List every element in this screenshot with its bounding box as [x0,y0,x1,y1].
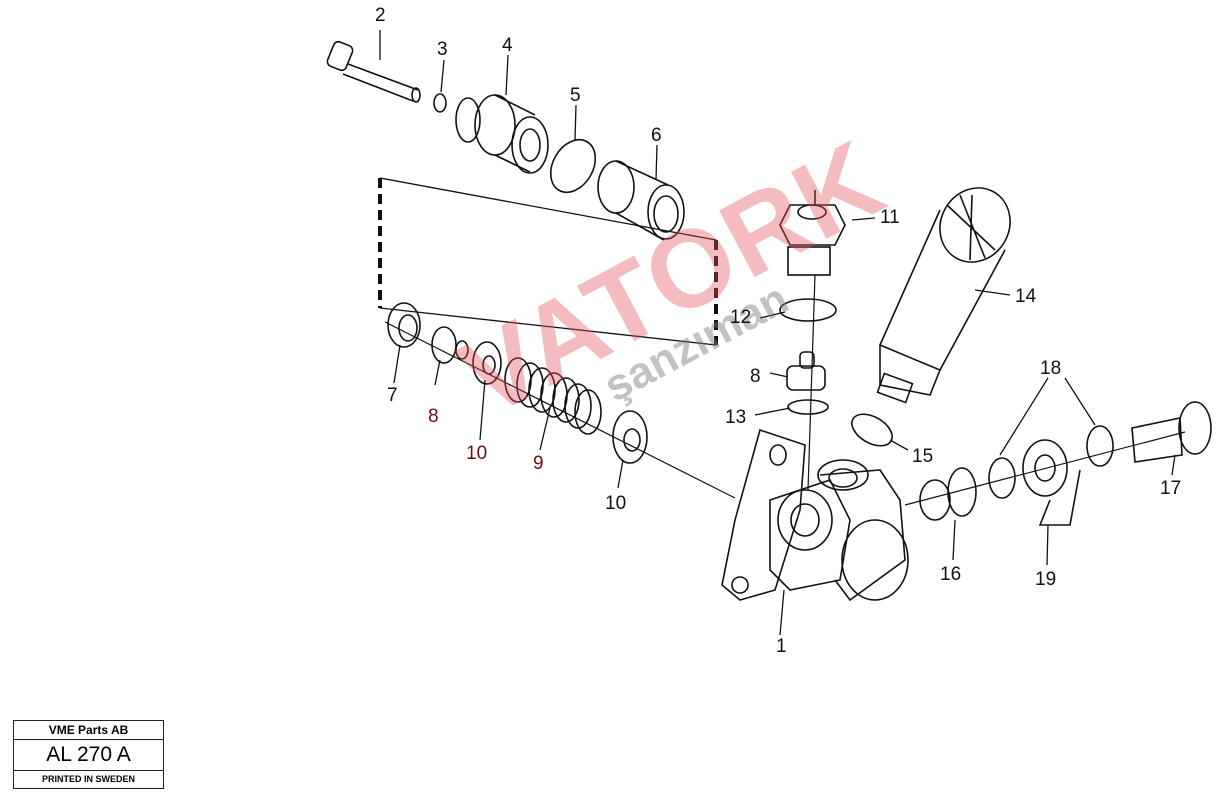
callout-4: 4 [502,35,513,56]
callout-2: 2 [375,5,386,26]
part-4-plug [455,94,549,174]
callout-3: 3 [437,39,448,60]
part-8-valve [431,326,469,364]
part-11-union [779,190,846,276]
callout-12: 12 [730,307,752,328]
part-19-elbow [1022,439,1081,526]
callout-8-left: 8 [428,406,439,427]
title-block-company: VME Parts AB [14,721,163,740]
part-14-filter [876,187,1011,404]
part-16-nipple [919,467,977,521]
callout-11: 11 [880,207,900,228]
callout-8-right: 8 [750,366,761,387]
part-9-spring [504,357,602,435]
callout-19: 19 [1035,569,1057,590]
callout-10-right: 10 [605,493,627,514]
part-1-pump-body [721,428,909,602]
part-18-washer [988,457,1016,499]
callout-16: 16 [940,564,962,585]
callout-7: 7 [387,385,398,406]
callout-14: 14 [1015,286,1037,307]
callout-6: 6 [651,125,662,146]
callout-15: 15 [912,446,934,467]
callout-18: 18 [1040,358,1062,379]
callout-17: 17 [1160,478,1182,499]
part-17-banjo-bolt [1131,401,1212,463]
title-block-code: AL 270 A [14,740,163,771]
title-block-printed: PRINTED IN SWEDEN [41,774,135,784]
part-6-sleeve [597,160,685,241]
part-8-valve-right [786,351,826,391]
title-block: VME Parts AB AL 270 A PRINTED IN SWEDEN [13,720,164,789]
part-7-seat [387,302,421,348]
part-15-oring [851,413,893,447]
part-3-washer [433,93,447,113]
part-12-oring [779,298,837,322]
callout-5: 5 [570,85,581,106]
part-18b-washer [1086,425,1114,467]
part-13-oring [787,399,829,415]
part-10b-washer [612,410,648,464]
callout-1: 1 [776,636,787,657]
callout-10-left: 10 [466,443,488,464]
part-2-bolt [326,40,421,103]
callout-13: 13 [725,407,747,428]
callout-9: 9 [533,453,544,474]
part-5-oring [549,138,597,194]
